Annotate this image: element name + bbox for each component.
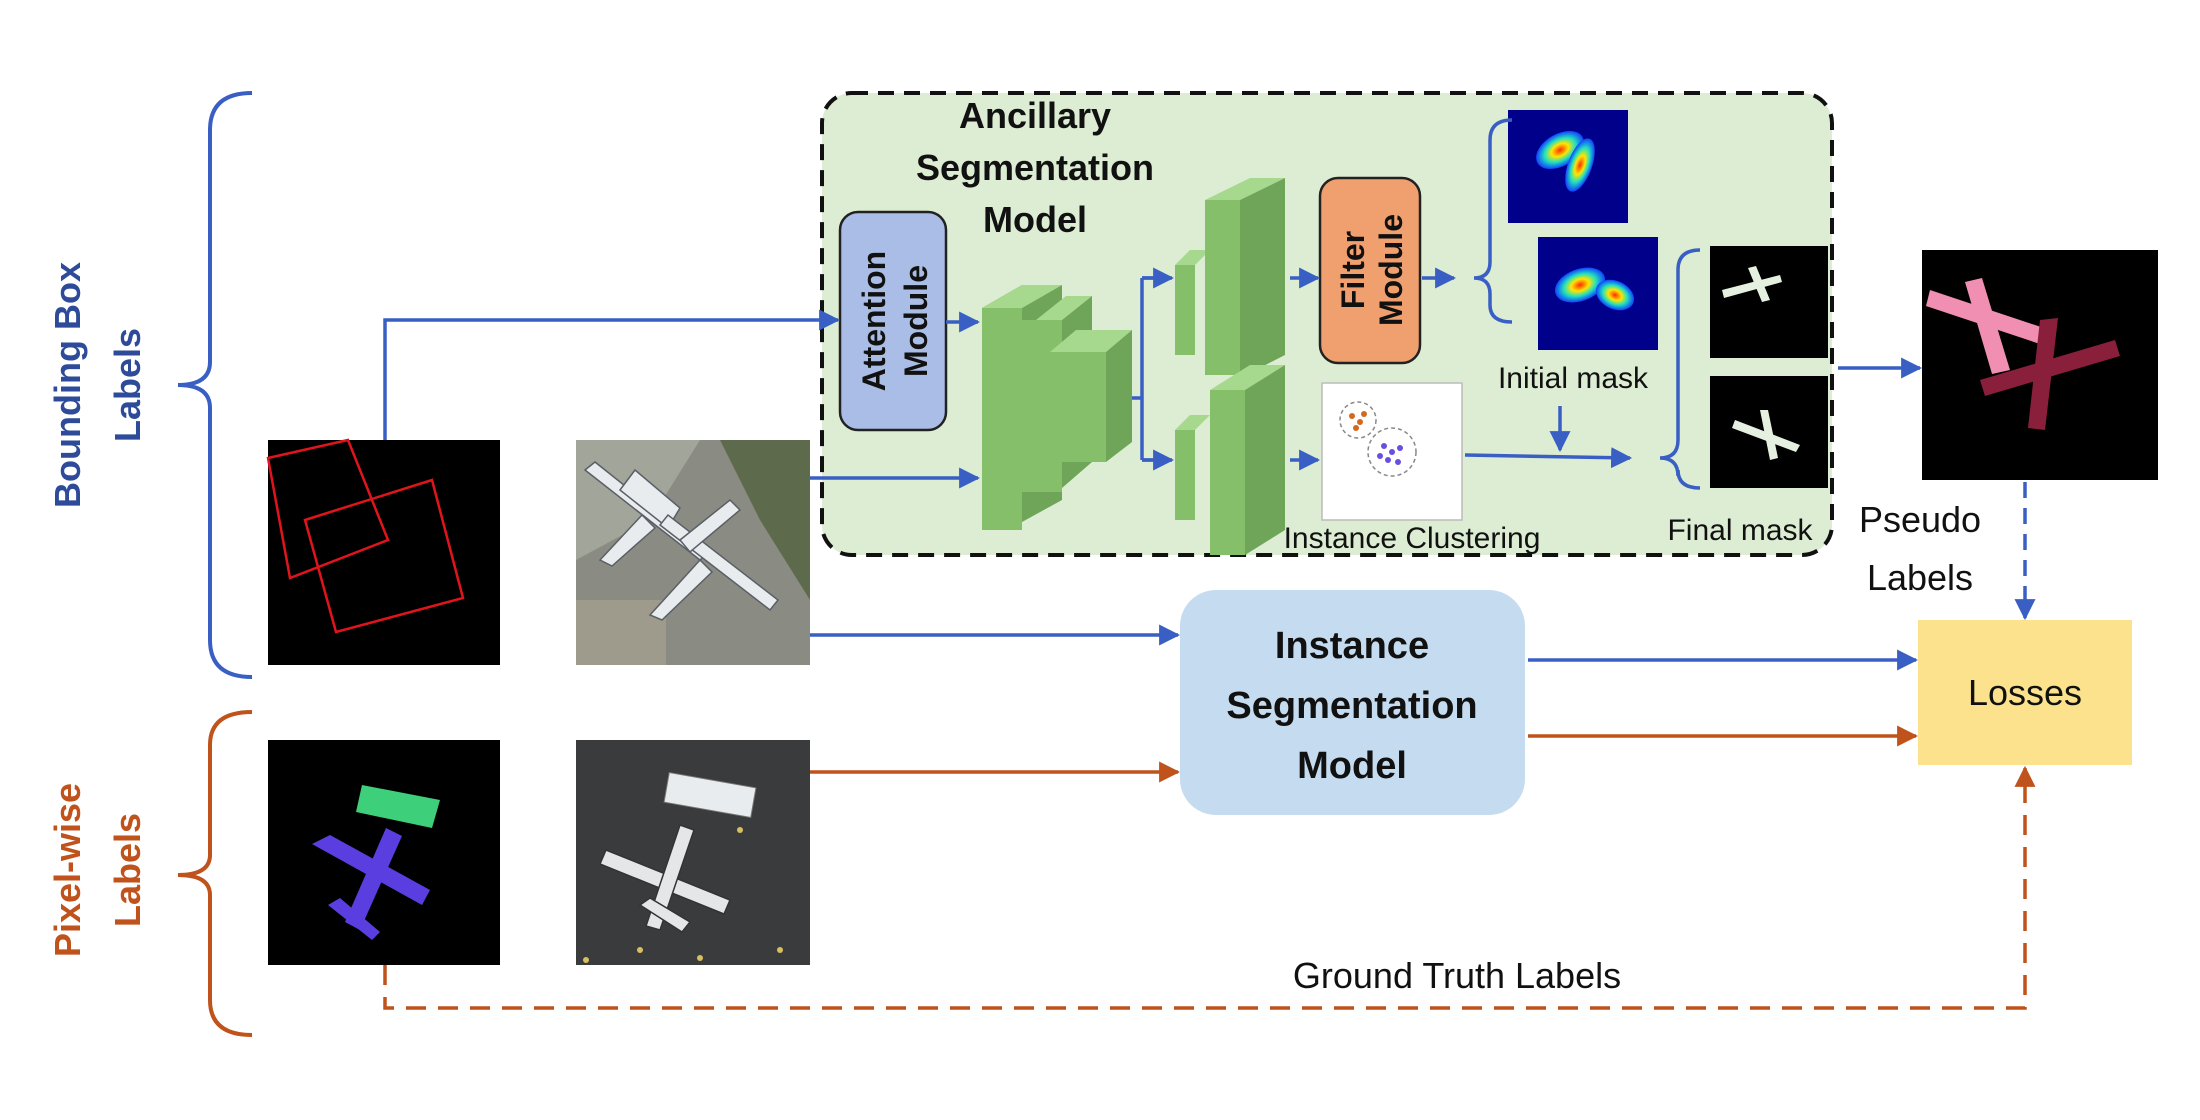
- cnn-branch-top: [1175, 178, 1285, 378]
- pixel-wise-label-line2: Labels: [107, 813, 148, 927]
- bounding-box-label-line2: Labels: [107, 328, 148, 442]
- instance-model-line2: Segmentation: [1226, 685, 1477, 727]
- pseudo-label-image: [1922, 250, 2158, 480]
- filter-module-line1: Filter: [1335, 231, 1371, 309]
- bbox-label-image: [266, 438, 500, 665]
- attention-module-line2: Module: [898, 265, 934, 377]
- aerial-image-2: [576, 740, 810, 965]
- cnn-encoder-blocks: [982, 285, 1132, 530]
- instance-model-line1: Instance: [1275, 625, 1429, 667]
- bounding-box-label-line1: Bounding Box: [47, 262, 88, 508]
- instance-clustering-label: Instance Clustering: [1284, 522, 1541, 555]
- instance-model-line3: Model: [1297, 745, 1407, 787]
- pixel-wise-label-line1: Pixel-wise: [47, 783, 88, 957]
- initial-mask-label: Initial mask: [1498, 362, 1649, 395]
- instance-segmentation-box: [1180, 590, 1525, 815]
- initial-mask-heatmap-2: [1538, 237, 1658, 350]
- initial-mask-bracket: [1473, 118, 1513, 324]
- final-mask-1: [1710, 246, 1828, 358]
- pseudo-labels-line2: Labels: [1867, 557, 1973, 598]
- initial-mask-heatmap-1: [1508, 110, 1628, 223]
- ground-truth-label: Ground Truth Labels: [1293, 955, 1621, 996]
- final-mask-label: Final mask: [1667, 514, 1813, 547]
- pixel-wise-label-image: [268, 740, 500, 965]
- instance-clustering-plot: [1321, 382, 1463, 521]
- pixel-wise-bracket: [177, 710, 253, 1037]
- losses-box: [1918, 620, 2132, 765]
- attention-module-line1: Attention: [856, 251, 892, 391]
- filter-module-line2: Module: [1373, 214, 1409, 326]
- pseudo-labels-line1: Pseudo: [1859, 499, 1981, 540]
- ancillary-title-line1: Ancillary: [959, 95, 1111, 136]
- final-mask-2: [1710, 376, 1828, 488]
- cnn-branch-bottom: [1175, 365, 1285, 555]
- final-mask-bracket: [1659, 248, 1701, 490]
- ancillary-title-line2: Segmentation: [916, 147, 1154, 188]
- losses-label: Losses: [1968, 672, 2082, 713]
- ancillary-title-line3: Model: [983, 199, 1087, 240]
- blue-flow-arrows: [383, 267, 2036, 671]
- bounding-box-bracket: [177, 91, 253, 679]
- orange-flow-arrows: [383, 725, 2036, 1010]
- vehicle-mask: [356, 785, 440, 828]
- aerial-image-1: [576, 440, 810, 665]
